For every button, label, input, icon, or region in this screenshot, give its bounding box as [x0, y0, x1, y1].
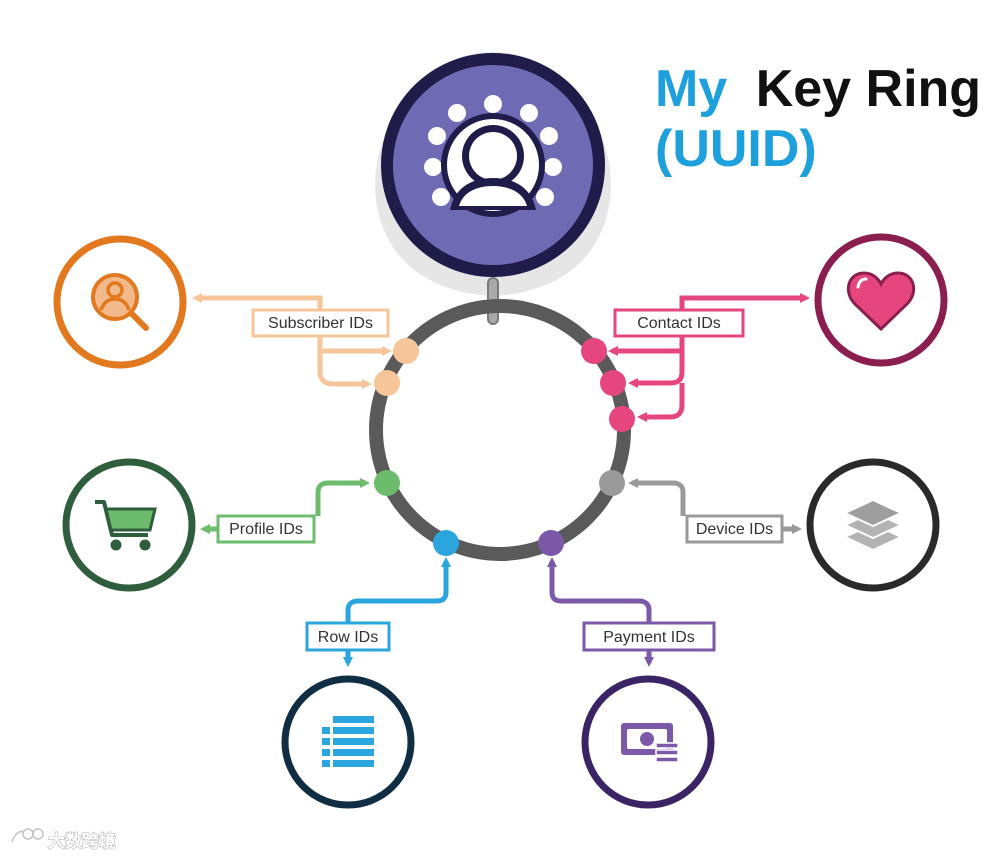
- profile-key: [374, 470, 400, 496]
- key-fob: [375, 52, 611, 325]
- money-bill-icon: [621, 723, 679, 763]
- subscriber-label-box: [251, 308, 390, 338]
- device-arrow-in: [628, 478, 686, 516]
- profile-label-box: [216, 514, 316, 544]
- payment-key: [538, 530, 564, 556]
- shopping-cart-icon: [95, 500, 157, 551]
- watermark: 大数跨境: [11, 828, 117, 853]
- payment-arrow-in: [547, 557, 652, 623]
- contact-key-1: [581, 338, 607, 364]
- payment-label-box: [582, 621, 716, 652]
- contact-label-box: [613, 308, 745, 338]
- contact-label: Contact IDs: [637, 315, 721, 332]
- subscriber-key-1: [393, 338, 419, 364]
- row-group: Row IDs: [281, 530, 459, 809]
- title-word-my: My: [655, 60, 727, 118]
- person-search-icon: [91, 273, 149, 331]
- title-word-keyring: Key Ring: [756, 60, 981, 118]
- contact-arrow-in-2: [628, 351, 685, 388]
- device-label: Device IDs: [696, 521, 773, 538]
- profile-label: Profile IDs: [229, 521, 303, 538]
- fob-dots: [424, 95, 562, 206]
- payment-label: Payment IDs: [603, 629, 695, 646]
- contact-key-3: [609, 406, 635, 432]
- contact-key-2: [600, 370, 626, 396]
- title-line-1: My Key Ring: [655, 60, 981, 118]
- watermark-logo-icon: [11, 828, 44, 843]
- payment-group: Payment IDs: [538, 530, 716, 809]
- list-rows-icon: [322, 716, 374, 767]
- heart-icon: [846, 271, 916, 332]
- profile-group: Profile IDs: [62, 458, 400, 592]
- subscriber-arrow-in-1: [317, 336, 392, 356]
- watermark-text: 大数跨境: [48, 831, 116, 852]
- row-key: [433, 530, 459, 556]
- row-label-box: [305, 621, 391, 652]
- subscriber-label: Subscriber IDs: [268, 315, 373, 332]
- contact-arrow-in-1: [608, 336, 685, 356]
- device-key: [599, 470, 625, 496]
- subscriber-group: Subscriber IDs: [53, 235, 419, 396]
- layers-icon: [842, 498, 904, 552]
- user-avatar-icon: [441, 113, 545, 217]
- contact-group: Contact IDs: [581, 233, 948, 432]
- row-arrow-in: [345, 557, 451, 623]
- device-group: Device IDs: [599, 458, 940, 592]
- title-line-2: (UUID): [655, 120, 817, 178]
- profile-arrow-in: [315, 478, 370, 516]
- row-label: Row IDs: [318, 629, 378, 646]
- subscriber-key-2: [374, 370, 400, 396]
- device-label-box: [685, 514, 784, 544]
- contact-arrow-in-3: [637, 383, 685, 422]
- subscriber-arrow-in-2: [317, 351, 372, 389]
